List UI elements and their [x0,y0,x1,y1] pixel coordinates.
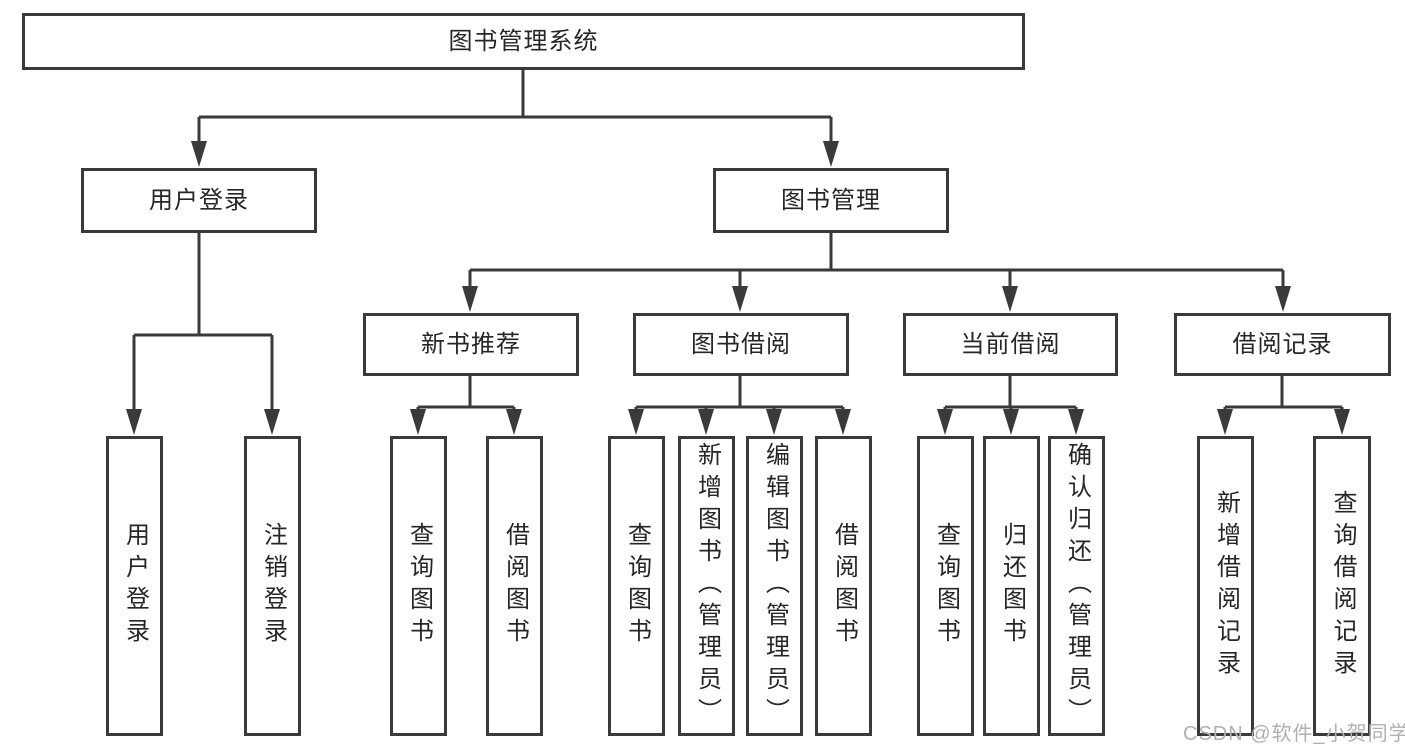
node-user-login-module: 用户登录 [81,168,317,233]
node-leaf-query-books-current: 查询图书 [917,436,974,736]
node-leaf-borrow-books-recommend: 借阅图书 [486,436,543,736]
node-root: 图书管理系统 [22,13,1025,70]
csdn-watermark: CSDN @软件_小贺同学 [1183,723,1405,745]
node-book-management: 图书管理 [713,168,949,233]
node-leaf-query-borrow-record: 查询借阅记录 [1313,436,1371,736]
node-leaf-borrow-books: 借阅图书 [815,436,872,736]
node-current-borrowing: 当前借阅 [903,313,1118,376]
node-book-borrowing: 图书借阅 [633,313,849,376]
node-borrowing-records: 借阅记录 [1174,313,1391,376]
node-leaf-confirm-return-admin: 确认归还（管理员） [1048,436,1105,736]
node-leaf-query-books-borrowing: 查询图书 [608,436,665,736]
node-leaf-edit-books-admin: 编辑图书（管理员） [746,436,803,736]
node-leaf-add-books-admin: 新增图书（管理员） [678,436,735,736]
node-leaf-query-books-recommend: 查询图书 [390,436,447,736]
node-new-book-recommend: 新书推荐 [363,313,579,376]
node-leaf-user-login: 用户登录 [106,436,163,736]
node-leaf-add-borrow-record: 新增借阅记录 [1197,436,1254,736]
node-leaf-logout: 注销登录 [244,436,301,736]
node-leaf-return-books: 归还图书 [983,436,1040,736]
